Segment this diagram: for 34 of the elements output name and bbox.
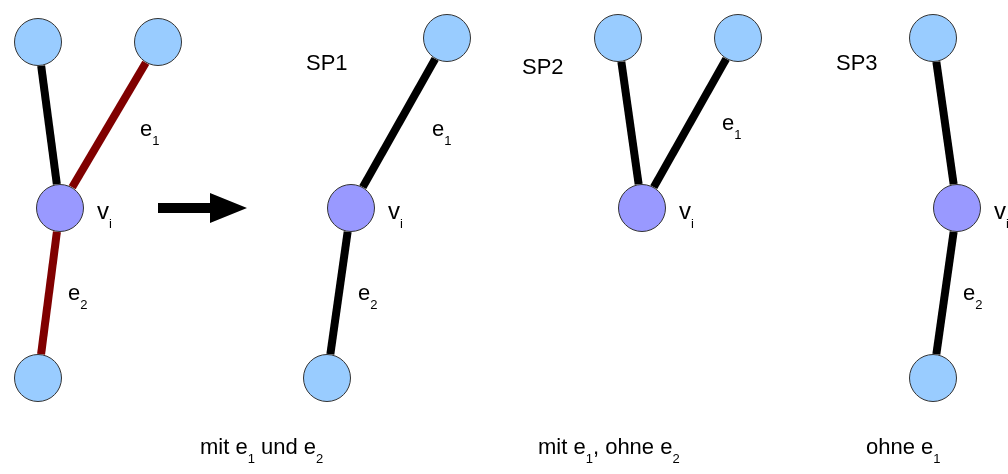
circle-node <box>423 14 471 62</box>
edge-line <box>617 61 643 185</box>
edge-line <box>326 231 352 355</box>
circle-node <box>134 18 182 66</box>
edge-line <box>37 65 61 185</box>
edge-label: e$_{1}$ <box>432 118 452 147</box>
graph-title: SP3 <box>836 52 878 74</box>
edge-line <box>650 56 730 190</box>
circle-node <box>714 14 762 62</box>
circle-node <box>909 354 957 402</box>
graph-title: SP1 <box>306 52 348 74</box>
caption: mit e$_{1}$ und e$_{2}$ <box>200 436 324 465</box>
edge-line <box>932 61 958 185</box>
circle-node <box>594 14 642 62</box>
vertex-label: v$_{i}$ <box>388 199 403 230</box>
edge-line <box>932 231 958 355</box>
circle-node <box>909 14 957 62</box>
edge-line <box>37 231 61 355</box>
edge-line <box>68 60 150 190</box>
edge-line <box>359 56 439 190</box>
vertex-label: v$_{i}$ <box>97 199 112 230</box>
edge-label: e$_{2}$ <box>68 282 88 311</box>
circle-node <box>303 354 351 402</box>
edge-label: e$_{1}$ <box>722 112 742 141</box>
vertex-label: v$_{i}$ <box>679 199 694 230</box>
circle-node <box>14 354 62 402</box>
edge-label: e$_{1}$ <box>140 118 160 147</box>
caption: mit e$_{1}$, ohne e$_{2}$ <box>538 436 680 465</box>
edge-label: e$_{2}$ <box>963 282 983 311</box>
graph-title: SP2 <box>522 56 564 78</box>
edge-label: e$_{2}$ <box>358 282 378 311</box>
vertex-label: v$_{i}$ <box>994 199 1008 230</box>
circle-node <box>14 18 62 66</box>
caption: ohne e$_{1}$ <box>866 436 941 465</box>
